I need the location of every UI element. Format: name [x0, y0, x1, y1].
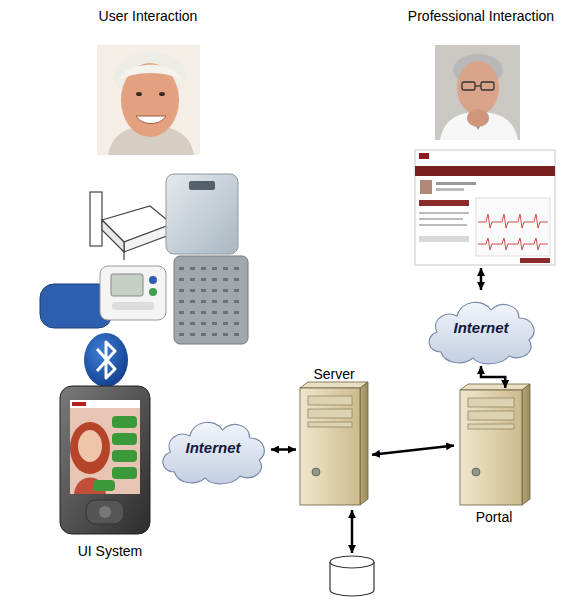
connector-arrow — [271, 448, 296, 451]
portal-tower — [460, 384, 530, 505]
user-photo — [97, 45, 200, 155]
cloud-label: Internet — [185, 439, 240, 457]
internet-cloud: Internet — [421, 290, 541, 366]
node-label: Professional Interaction — [408, 8, 554, 25]
textile-sensor — [174, 256, 248, 344]
server-box: Server — [296, 364, 372, 508]
node-label: User Interaction — [99, 8, 198, 25]
connector-arrow — [480, 268, 483, 290]
bluetooth-logo — [84, 333, 128, 387]
weight-scale — [166, 174, 238, 254]
cloud-label: Internet — [453, 319, 508, 337]
node-label: UI System — [78, 543, 143, 560]
professional-panel: Professional Interaction — [398, 6, 564, 268]
blood-pressure-monitor — [40, 266, 166, 328]
node-label: Portal — [476, 509, 513, 526]
internet-cloud: Internet — [155, 410, 271, 486]
connector-arrow — [481, 366, 505, 388]
database-cylinder — [330, 510, 374, 596]
portal-box: Portal — [454, 388, 534, 528]
server-tower — [300, 382, 368, 505]
connector-arrow — [372, 445, 454, 454]
phone — [60, 386, 150, 534]
bed-sensor — [90, 192, 172, 260]
user-panel: User Interaction — [60, 6, 236, 158]
doctor-photo — [435, 45, 520, 140]
phone-box: UI System — [48, 382, 172, 562]
node-label: Server — [313, 366, 354, 383]
portal-screenshot — [415, 150, 555, 265]
